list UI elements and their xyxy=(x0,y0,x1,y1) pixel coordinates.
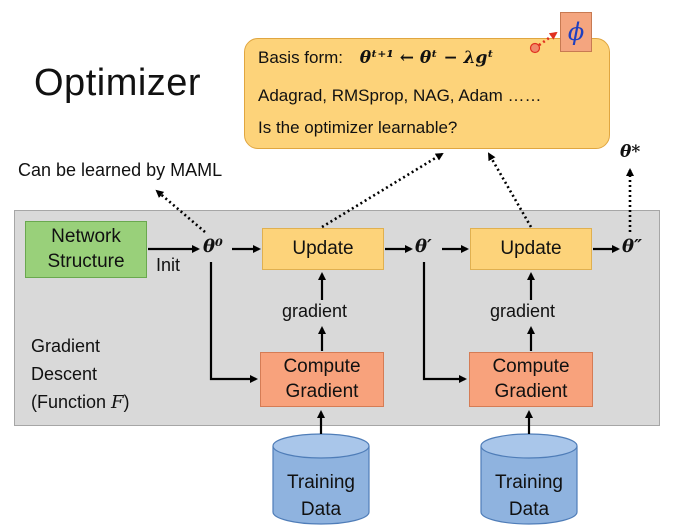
training-data-2-line1: Training xyxy=(495,472,563,493)
phi-highlight-arrow xyxy=(529,31,558,54)
optimizer-box xyxy=(244,38,610,149)
phi-parameter-box: ϕ xyxy=(560,12,592,52)
basis-form-label: Basis form: xyxy=(258,48,344,67)
gradient-descent-label: Gradient Descent (Function F) xyxy=(31,333,130,417)
gradient-descent-label-line2: Descent xyxy=(31,363,98,384)
training-data-cylinder-2 xyxy=(480,433,578,525)
compute-gradient-node-1: Compute Gradient xyxy=(260,352,384,407)
theta-double-prime-label: θ″ xyxy=(622,236,643,257)
compute-gradient-1-line2: Gradient xyxy=(285,380,359,402)
gradient-label-1: gradient xyxy=(282,301,348,321)
training-data-1-line2: Data xyxy=(301,499,342,520)
slide-title: Optimizer xyxy=(34,62,202,104)
dotted-arrow-update1-to-optimizer xyxy=(321,152,444,229)
optimizer-question: Is the optimizer learnable? xyxy=(258,118,458,137)
theta-prime-label: θ′ xyxy=(415,236,432,257)
compute-gradient-2-line1: Compute xyxy=(492,355,570,377)
network-structure-line1: Network xyxy=(51,225,121,247)
function-f-symbol: F xyxy=(111,391,124,413)
compute-gradient-node-2: Compute Gradient xyxy=(469,352,593,407)
gradient-label-2: gradient xyxy=(490,301,556,321)
dotted-arrow-theta0-to-maml xyxy=(155,189,206,233)
maml-annotation: Can be learned by MAML xyxy=(18,160,223,180)
update-node-2: Update xyxy=(470,228,592,270)
theta-star-label: θ* xyxy=(620,142,641,162)
compute-gradient-2-line2: Gradient xyxy=(494,380,568,402)
update-node-1: Update xyxy=(262,228,384,270)
network-structure-line2: Structure xyxy=(47,250,125,272)
basis-form-line: Basis form: θᵗ⁺¹ ← θᵗ − λgᵗ xyxy=(258,48,494,68)
gradient-descent-label-line3: (Function F) xyxy=(31,391,130,413)
theta-0-label: θ⁰ xyxy=(203,236,223,257)
dotted-arrow-update2-to-optimizer xyxy=(487,152,533,228)
init-label: Init xyxy=(156,255,181,275)
update-rule-formula: θᵗ⁺¹ ← θᵗ − λgᵗ xyxy=(359,48,494,68)
arrow-theta0-to-compute1 xyxy=(209,262,258,383)
compute-gradient-1-line1: Compute xyxy=(283,355,361,377)
arrow-thetaprime-to-compute2 xyxy=(422,262,467,383)
training-data-2-line2: Data xyxy=(509,499,550,520)
training-data-1-line1: Training xyxy=(287,472,355,493)
optimizer-examples: Adagrad, RMSprop, NAG, Adam …… xyxy=(258,86,542,105)
gradient-descent-label-line1: Gradient xyxy=(31,336,101,356)
training-data-cylinder-1 xyxy=(272,433,370,525)
network-structure-node: Network Structure xyxy=(25,221,147,278)
